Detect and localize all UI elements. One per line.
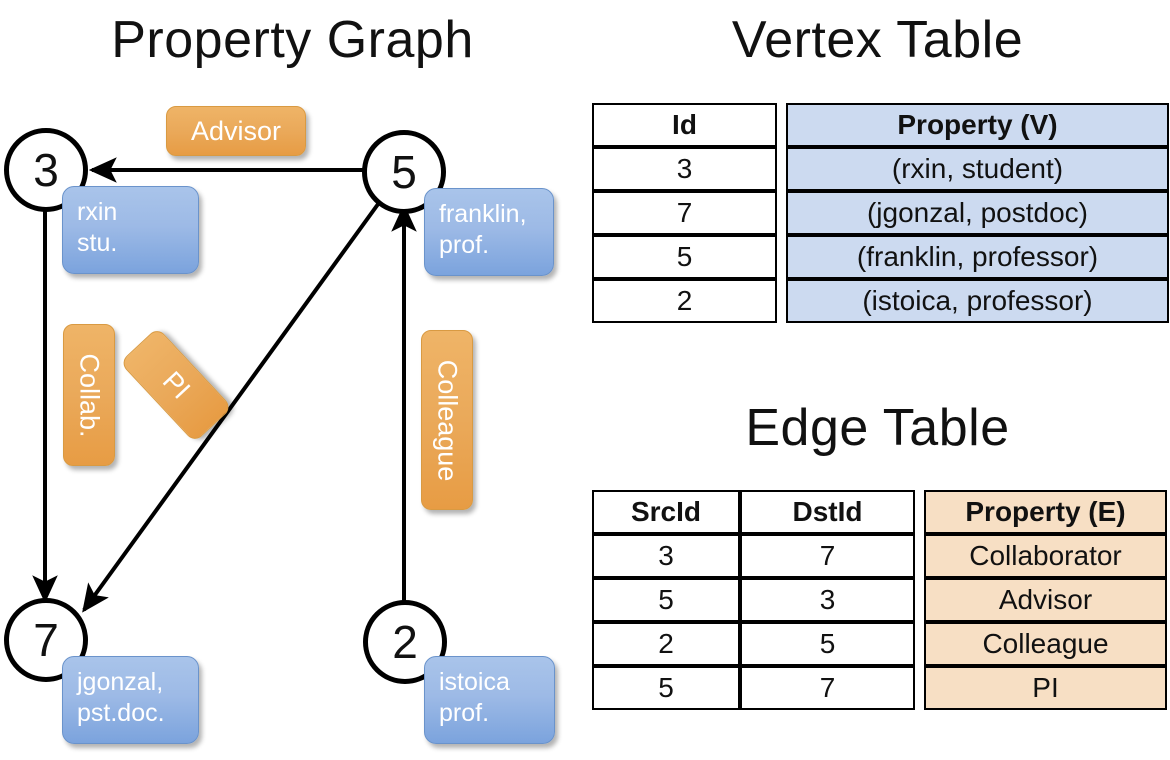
edge-cell-property: PI: [924, 666, 1167, 710]
edge-cell-property: Advisor: [924, 578, 1167, 622]
edge-cell-srcid: 2: [592, 622, 740, 666]
edge-table-column-gap: [915, 578, 924, 622]
edge-label-collab-text: Collab.: [74, 352, 105, 438]
edge-cell-srcid: 5: [592, 578, 740, 622]
vertex-cell-id: 3: [592, 147, 777, 191]
edge-label-collab[interactable]: Collab.: [63, 324, 115, 466]
vertex-table-column-gap: [777, 235, 786, 279]
vertex-table-column-gap: [777, 147, 786, 191]
edge-5-to-7: [82, 198, 383, 613]
vertex-cell-property: (franklin, professor): [786, 235, 1169, 279]
edge-cell-dstid: 7: [740, 666, 915, 710]
edge-table-header-dstid: DstId: [740, 490, 915, 534]
vertex-property-line-1: istoica: [439, 668, 510, 696]
edge-cell-dstid: 5: [740, 622, 915, 666]
edge-cell-srcid: 5: [592, 666, 740, 710]
edge-label-pi-text: PI: [156, 365, 197, 405]
edge-table-column-gap: [915, 490, 924, 534]
edge-label-advisor-text: Advisor: [190, 115, 282, 146]
edge-table-column-gap: [915, 622, 924, 666]
edge-cell-srcid: 3: [592, 534, 740, 578]
table-row[interactable]: 3 7 Collaborator: [592, 534, 1167, 578]
edge-cell-property: Colleague: [924, 622, 1167, 666]
vertex-cell-id: 2: [592, 279, 777, 323]
edge-table-header-srcid: SrcId: [592, 490, 740, 534]
vertex-table-header-property: Property (V): [786, 103, 1169, 147]
vertex-property-line-2: pst.doc.: [77, 699, 165, 727]
edge-table-header-property: Property (E): [924, 490, 1167, 534]
vertex-property-line-1: rxin: [77, 198, 118, 226]
edge-table-column-gap: [915, 534, 924, 578]
vertex-table-header-id: Id: [592, 103, 777, 147]
graph-node-7-label: 7: [33, 614, 59, 666]
page-title-edge-table: Edge Table: [745, 399, 1010, 457]
edge-label-colleague[interactable]: Colleague: [421, 330, 473, 510]
vertex-property-box-rxin[interactable]: rxin stu.: [62, 186, 199, 274]
edge-cell-property: Collaborator: [924, 534, 1167, 578]
vertex-table-header-row: Id Property (V): [592, 103, 1169, 147]
table-row[interactable]: 7 (jgonzal, postdoc): [592, 191, 1169, 235]
page-title-property-graph: Property Graph: [111, 11, 474, 69]
graph-edges: [32, 157, 417, 613]
page-title-vertex-table: Vertex Table: [731, 11, 1024, 69]
edge-cell-dstid: 7: [740, 534, 915, 578]
graph-node-3-label: 3: [33, 144, 59, 196]
edge-table-header-row: SrcId DstId Property (E): [592, 490, 1167, 534]
edge-table: SrcId DstId Property (E) 3 7 Collaborato…: [592, 490, 1167, 710]
edge-label-advisor[interactable]: Advisor: [166, 106, 306, 156]
table-row[interactable]: 5 (franklin, professor): [592, 235, 1169, 279]
vertex-table-column-gap: [777, 103, 786, 147]
table-row[interactable]: 3 (rxin, student): [592, 147, 1169, 191]
vertex-property-box-jgonzal[interactable]: jgonzal, pst.doc.: [62, 656, 199, 744]
edge-label-colleague-text: Colleague: [432, 359, 463, 481]
vertex-property-line-2: prof.: [439, 231, 490, 259]
vertex-cell-id: 7: [592, 191, 777, 235]
graph-node-2[interactable]: 2: [363, 600, 447, 684]
vertex-table-column-gap: [777, 279, 786, 323]
vertex-table: Id Property (V) 3 (rxin, student) 7 (jgo…: [592, 103, 1169, 323]
vertex-table-column-gap: [777, 191, 786, 235]
vertex-property-box-franklin[interactable]: franklin, prof.: [424, 188, 554, 276]
vertex-cell-property: (jgonzal, postdoc): [786, 191, 1169, 235]
edge-cell-dstid: 3: [740, 578, 915, 622]
vertex-property-line-1: jgonzal,: [77, 668, 164, 696]
vertex-cell-property: (istoica, professor): [786, 279, 1169, 323]
vertex-property-line-2: stu.: [77, 229, 118, 257]
graph-node-5-label: 5: [391, 146, 417, 198]
edge-table-column-gap: [915, 666, 924, 710]
vertex-cell-property: (rxin, student): [786, 147, 1169, 191]
vertex-property-box-istoica[interactable]: istoica prof.: [424, 656, 555, 744]
vertex-cell-id: 5: [592, 235, 777, 279]
table-row[interactable]: 5 7 PI: [592, 666, 1167, 710]
vertex-property-line-1: franklin,: [439, 200, 527, 228]
vertex-property-line-2: prof.: [439, 699, 490, 727]
graph-node-2-label: 2: [392, 616, 418, 668]
table-row[interactable]: 5 3 Advisor: [592, 578, 1167, 622]
table-row[interactable]: 2 5 Colleague: [592, 622, 1167, 666]
table-row[interactable]: 2 (istoica, professor): [592, 279, 1169, 323]
